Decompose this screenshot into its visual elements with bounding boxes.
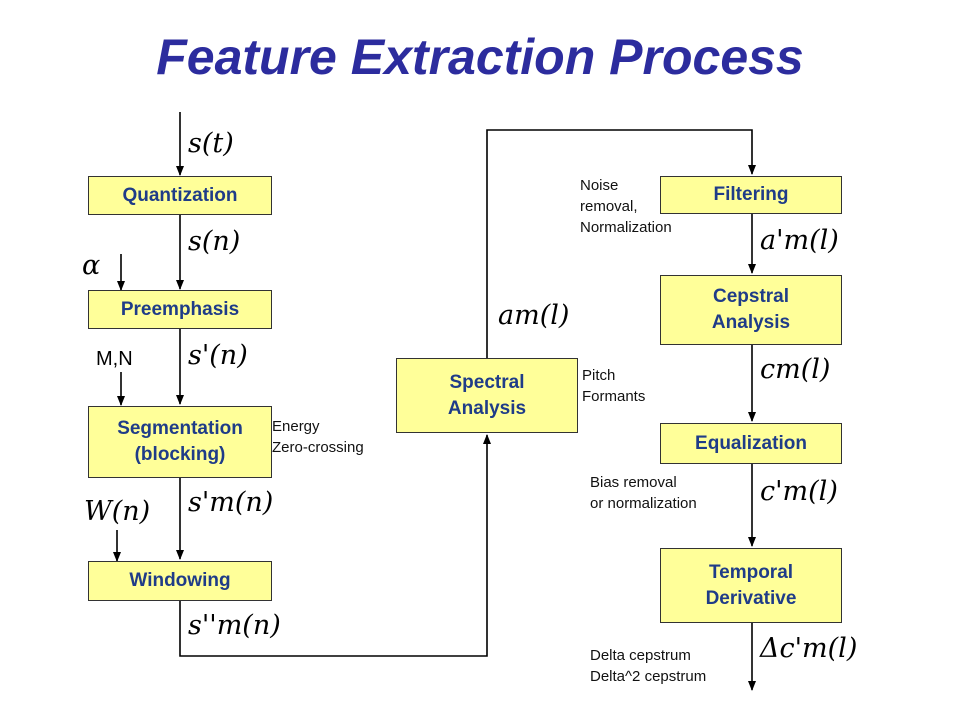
signal-s-double-prime-m-n: s''m(n) — [188, 610, 281, 641]
preemphasis-label: Preemphasis — [120, 298, 240, 320]
signal-delta-c-prime-m-l: Δc'm(l) — [760, 633, 858, 664]
signal-a-m-l: am(l) — [498, 300, 570, 331]
cepstral-analysis-block: Cepstral Analysis — [660, 275, 842, 345]
equalization-block: Equalization — [660, 423, 842, 464]
temporal-derivative-block: Temporal Derivative — [660, 548, 842, 623]
delta-cepstrum-note: Delta cepstrum Delta^2 cepstrum — [590, 647, 707, 685]
noise-removal-note: Noise removal, Normalization — [580, 177, 672, 236]
alpha-parameter: α — [82, 250, 101, 281]
signal-s-prime-n: s'(n) — [188, 340, 248, 371]
temporal-derivative-label: Temporal Derivative — [705, 561, 797, 609]
cepstral-analysis-label: Cepstral Analysis — [711, 286, 791, 333]
pitch-formants-note: Pitch Formants — [582, 367, 646, 405]
energy-note: Energy Zero-crossing — [272, 418, 364, 456]
segmentation-label: Segmentation (blocking) — [117, 418, 243, 465]
quantization-label: Quantization — [122, 184, 238, 206]
page-title: Feature Extraction Process — [156, 29, 804, 85]
filtering-block: Filtering — [660, 176, 842, 214]
filtering-label: Filtering — [713, 184, 789, 206]
window-function-parameter: W(n) — [84, 496, 151, 527]
windowing-label: Windowing — [129, 570, 231, 592]
arrow-spectral-to-filtering — [486, 129, 756, 358]
bias-removal-note: Bias removal or normalization — [590, 474, 697, 512]
mn-parameter: M,N — [96, 348, 133, 370]
signal-s-n: s(n) — [188, 226, 241, 257]
signal-a-prime-m-l: a'm(l) — [760, 225, 839, 256]
segmentation-block: Segmentation (blocking) — [88, 406, 272, 478]
signal-s-t: s(t) — [188, 128, 234, 159]
preemphasis-block: Preemphasis — [88, 290, 272, 329]
quantization-block: Quantization — [88, 176, 272, 215]
arrow-windowing-to-spectral — [179, 434, 491, 657]
signal-s-prime-m-n: s'm(n) — [188, 487, 274, 518]
equalization-label: Equalization — [695, 432, 807, 454]
signal-c-m-l: cm(l) — [760, 354, 831, 385]
windowing-block: Windowing — [88, 561, 272, 601]
signal-c-prime-m-l: c'm(l) — [760, 476, 838, 507]
spectral-analysis-label: Spectral Analysis — [447, 371, 527, 419]
spectral-analysis-block: Spectral Analysis — [396, 358, 578, 433]
